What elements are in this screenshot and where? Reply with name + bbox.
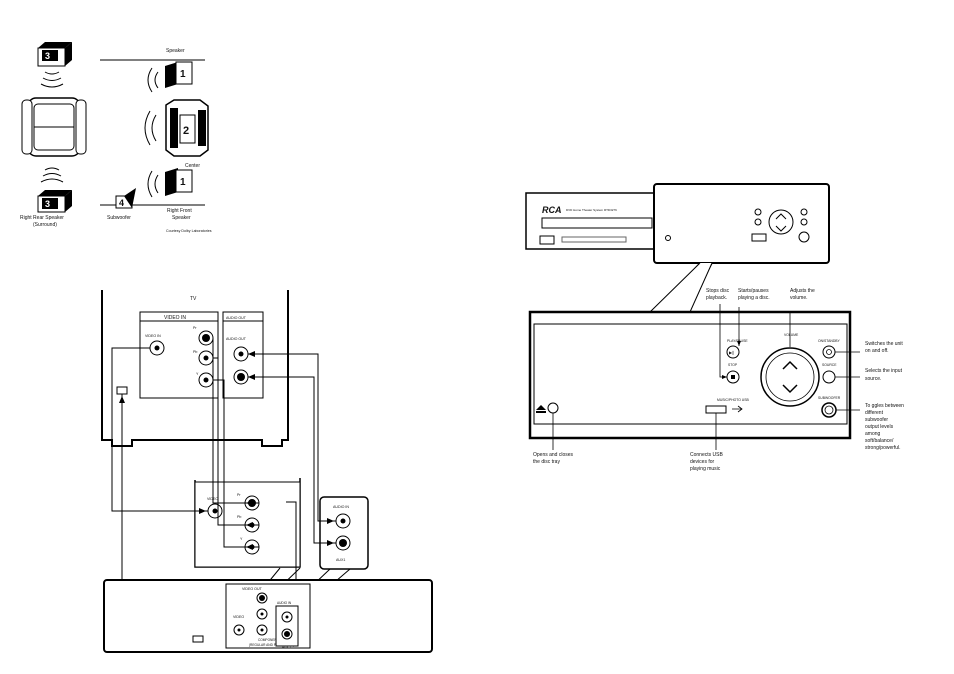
badge-rear-top: 3 (45, 51, 50, 61)
stop-callout-1: Stops disc (706, 288, 730, 294)
small-brand: RCA (542, 205, 562, 215)
source-callout-1: Selects the input (865, 368, 903, 374)
right-rear-label-line1: Right Rear Speaker (20, 215, 64, 221)
tv-video-in-jack-label: VIDEO IN (145, 334, 161, 338)
tray-callout-2: the disc tray (533, 459, 560, 465)
volume-down-icon (782, 384, 798, 394)
right-rear-label-line2: (Surround) (33, 222, 57, 228)
badge-front-bottom: 1 (180, 177, 186, 188)
usb-label: MUSIC/PHOTO USB (717, 398, 750, 402)
front-panel-diagram: RCA DVD Home Theater System RTD3276 MUSI… (525, 183, 904, 472)
tv-y-label: Y (196, 372, 199, 376)
badge-sub: 4 (119, 198, 124, 208)
sub-callout-7: strong/powerful. (865, 445, 901, 451)
on-standby-label: ON/STANDBY (818, 339, 841, 343)
usb-callout-1: Connects USB (690, 452, 723, 458)
tv-usb-port (116, 386, 128, 395)
tv-audio-out-header: AUDIO OUT (226, 316, 247, 320)
unit-audio-in-label: AUDIO IN (277, 601, 292, 605)
sub-callout-4: output levels (865, 424, 894, 430)
small-model: DVD Home Theater System RTD3276 (566, 208, 617, 212)
eject-icon (536, 405, 546, 410)
sub-callout-5: among (865, 431, 881, 437)
volume-callout-2: volume. (790, 295, 808, 301)
usb-icon (732, 405, 743, 413)
sub-callout-6: soft/balance/ (865, 438, 894, 444)
volume-up-icon (782, 360, 798, 370)
volume-label: VOLUME (784, 333, 799, 337)
cable-aux1-label: AUX1 (336, 558, 345, 562)
play-callout-1: Starts/pauses (738, 288, 769, 294)
tv-pr-label: Pr (193, 326, 197, 330)
unit-video-label: VIDEO (233, 615, 244, 619)
sofa-icon (21, 97, 87, 157)
usb-port[interactable] (705, 405, 727, 414)
subwoofer-label: Subwoofer (107, 215, 131, 221)
front-speaker-top: 1 (165, 61, 193, 88)
center-label: Center (185, 163, 200, 169)
tv-pb-label: Pb (193, 350, 197, 354)
unit-usb-port (192, 635, 204, 643)
cable-audio-in-label: AUDIO IN (333, 505, 349, 509)
badge-center: 2 (183, 125, 189, 137)
volume-callout-1: Adjusts the (790, 288, 815, 294)
cable-pr-label: Pr (237, 493, 241, 497)
callouts: Stops disc playback. Starts/pauses playi… (533, 288, 904, 472)
power-callout-1: Switches the unit (865, 341, 903, 347)
source-label: SOURCE (822, 363, 837, 367)
cable-pb-label: Pb (237, 515, 241, 519)
sub-callout-2: different (865, 410, 884, 416)
play-callout-2: playing a disc. (738, 295, 770, 301)
tv-label: TV (190, 296, 197, 302)
tray-callout-1: Opens and closes (533, 452, 574, 458)
play-pause-button[interactable] (726, 345, 740, 359)
big-panel (528, 310, 852, 440)
connection-diagram: TV VIDEO IN VIDEO IN Pr Pb Y AUDIO OUT A… (101, 290, 433, 653)
badge-rear-bottom: 3 (45, 199, 50, 209)
unit-component-line2: (REGULAR AND PROG.SCAN) (249, 643, 294, 647)
usb-callout-3: playing music (690, 466, 721, 472)
unit-video-out-label: VIDEO OUT (242, 587, 263, 591)
speaker-label: Speaker (166, 48, 185, 54)
right-front-label-line1: Right Front (167, 208, 192, 214)
center-speaker: 2 (165, 99, 209, 157)
source-callout-2: source. (865, 376, 881, 382)
rear-speaker-top: 3 (37, 42, 72, 67)
subwoofer-panel-label: SUBWOOFER (818, 396, 841, 400)
stop-icon (731, 375, 735, 379)
right-front-label-line2: Speaker (172, 215, 191, 221)
cable-y-label: Y (240, 537, 243, 541)
unit-component-line1: COMPONENT VIDEO (258, 638, 290, 642)
tv-audio-out-jack-label: AUDIO OUT (226, 337, 247, 341)
rear-speaker-bottom: 3 (37, 190, 72, 213)
stop-callout-2: playback. (706, 295, 727, 301)
subwoofer-icon: 4 (115, 188, 136, 209)
speaker-placement-diagram: Speaker 3 3 Right Rear Speaker (20, 42, 212, 233)
power-callout-2: on and off. (865, 348, 889, 354)
play-pause-icon: ▶∥ (729, 350, 734, 355)
badge-front-top: 1 (180, 69, 186, 80)
source-button[interactable] (822, 370, 836, 384)
usb-callout-2: devices for (690, 459, 715, 465)
tray-button[interactable] (547, 402, 559, 414)
zoom-box (653, 183, 830, 264)
sub-callout-3: subwoofer (865, 417, 888, 423)
stop-label: STOP (728, 363, 738, 367)
tv-video-in-header: VIDEO IN (164, 315, 186, 321)
audio-cable-block (319, 496, 369, 570)
unit-aux1-label: AUX 1 (282, 645, 291, 649)
front-speaker-bottom: 1 (165, 168, 193, 196)
dolby-credit: Courtesy Dolby Laboratories (166, 229, 212, 233)
power-button[interactable] (822, 345, 836, 359)
sub-callout-1: To ggles between (865, 403, 904, 409)
